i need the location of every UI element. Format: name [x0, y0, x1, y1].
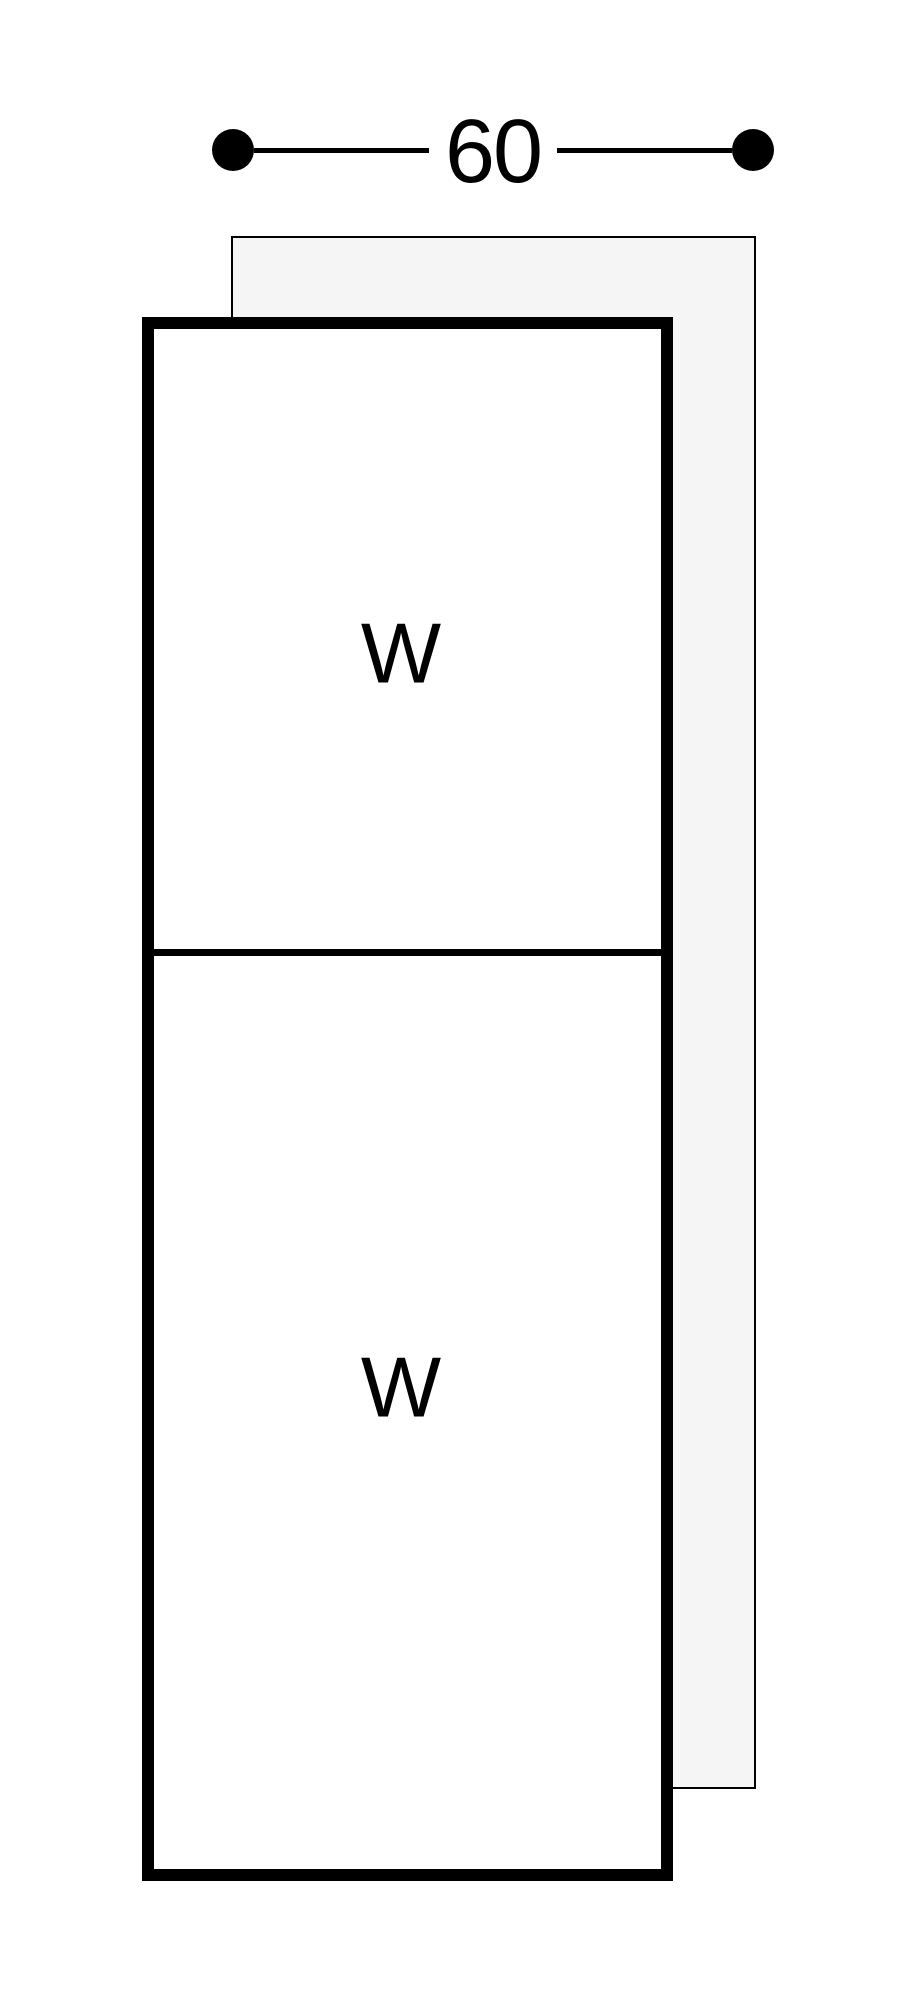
- width-dimension: 60: [212, 102, 775, 202]
- appliance-outline: [142, 317, 673, 1881]
- dimension-endpoint-left-icon: [212, 129, 254, 171]
- width-dimension-label: 60: [444, 102, 543, 202]
- compartment-label-lower: W: [360, 1340, 442, 1436]
- compartment-label-upper: W: [360, 606, 442, 702]
- dimension-endpoint-right-icon: [732, 129, 775, 171]
- dimension-line-left-segment: [254, 147, 429, 153]
- compartment-divider: [154, 949, 661, 956]
- dimension-line-right-segment: [557, 147, 733, 153]
